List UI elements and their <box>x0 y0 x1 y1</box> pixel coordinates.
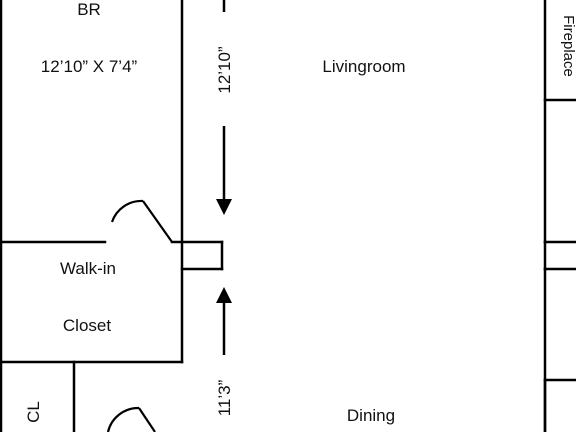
fireplace-label: Fireplace <box>560 15 576 77</box>
dining-label: Dining <box>347 406 395 425</box>
walk-in-label: Walk-in <box>60 259 116 278</box>
living-room-dimension: 12’10” <box>215 46 234 94</box>
living-dimension-arrow <box>216 0 232 215</box>
lower-door <box>106 406 156 432</box>
bedroom-label: BR <box>77 0 101 19</box>
bedroom-walls <box>0 0 224 244</box>
closet-label: Closet <box>63 316 111 335</box>
cl-closet-walls <box>0 360 76 432</box>
bedroom-door <box>110 199 173 243</box>
dining-dimension-arrow <box>216 287 232 355</box>
dining-dimension: 11’3” <box>215 379 234 416</box>
living-room-label: Livingroom <box>322 57 405 76</box>
bedroom-door-arc <box>110 199 144 223</box>
dining-arrow-head-up <box>216 287 232 303</box>
bedroom-dimensions: 12’10” X 7’4” <box>41 57 138 76</box>
lower-door-leaf <box>138 407 156 432</box>
center-column <box>180 240 224 271</box>
walk-in-closet-walls <box>0 240 184 364</box>
right-wall <box>543 0 576 432</box>
living-arrow-head-down <box>216 199 232 215</box>
bedroom-door-leaf <box>142 200 173 243</box>
fireplace-outline <box>543 0 576 102</box>
lower-door-arc <box>106 406 140 432</box>
cl-label: CL <box>24 401 43 423</box>
